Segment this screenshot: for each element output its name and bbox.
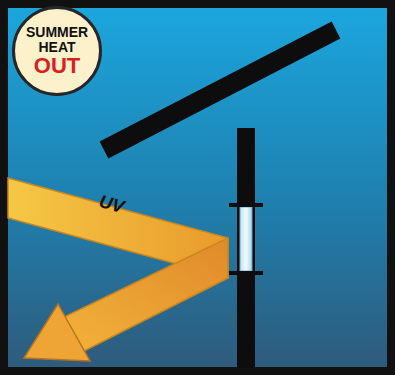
badge-emphasis: OUT: [26, 55, 88, 77]
roof: [104, 30, 336, 150]
sky-background: [8, 8, 387, 367]
uv-ray-reflected: [64, 238, 228, 351]
window-glass: [240, 207, 252, 271]
arrowhead: [24, 304, 90, 361]
wall: [237, 128, 255, 368]
badge-circle: SUMMER HEATOUT: [12, 6, 102, 96]
badge-heading: SUMMER HEAT: [26, 25, 88, 54]
window-sill: [229, 203, 263, 207]
window-sill: [229, 271, 263, 275]
